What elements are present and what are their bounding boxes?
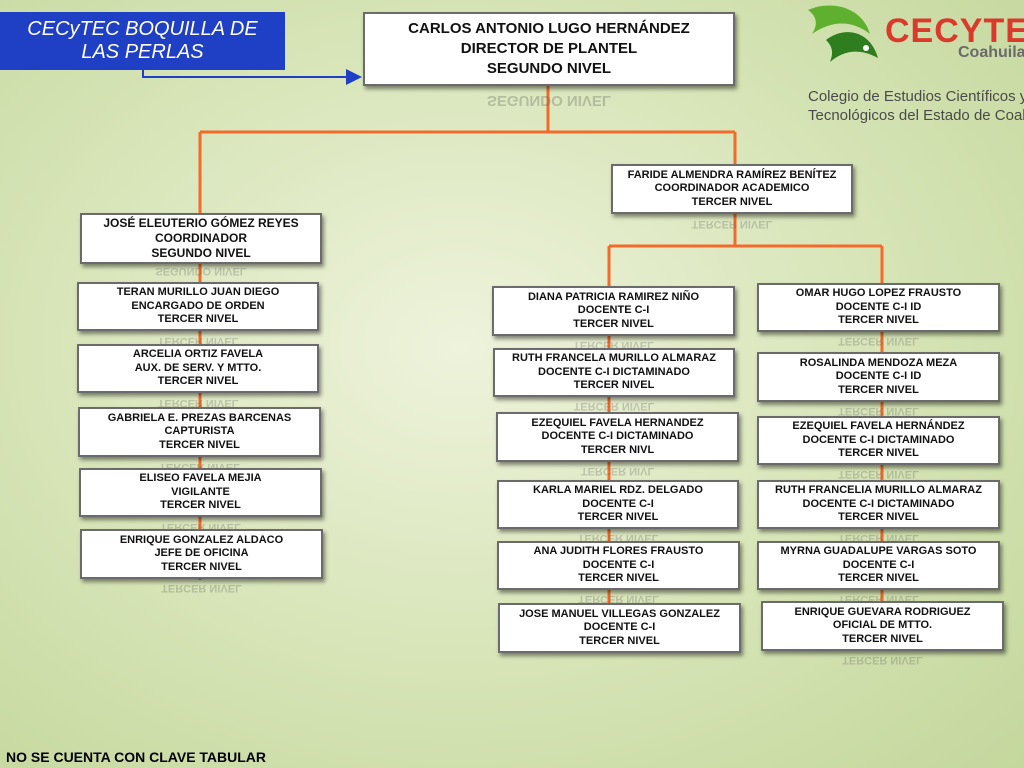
- node-name: MYRNA GUADALUPE VARGAS SOTO: [780, 545, 977, 558]
- node-level: TERCER NIVEL: [838, 447, 919, 460]
- node-role: DOCENTE C-I DICTAMINADO: [802, 497, 955, 510]
- teacher-node[interactable]: EZEQUIEL FAVELA HERNANDEZ DOCENTE C-I DI…: [496, 412, 739, 462]
- node-level: TERCER NIVEL: [160, 499, 241, 512]
- node-role: AUX. DE SERV. Y MTTO.: [134, 361, 262, 374]
- node-name: JOSE MANUEL VILLEGAS GONZALEZ: [519, 607, 720, 620]
- staff-node[interactable]: GABRIELA E. PREZAS BARCENAS CAPTURISTA T…: [78, 407, 321, 457]
- node-role: DOCENTE C-I: [582, 558, 655, 571]
- node-level: TERCER NIVEL: [157, 375, 239, 388]
- node-role: DOCENTE C-I: [842, 558, 915, 571]
- logo-tagline-2: Tecnológicos del Estado de Coahuila: [808, 107, 1024, 124]
- node-name: KARLA MARIEL RDZ. DELGADO: [533, 484, 703, 497]
- staff-node[interactable]: ELISEO FAVELA MEJIA VIGILANTE TERCER NIV…: [79, 468, 322, 517]
- teacher-node[interactable]: OMAR HUGO LOPEZ FRAUSTO DOCENTE C-I ID T…: [757, 283, 1000, 332]
- node-role: COORDINADOR ACADEMICO: [654, 182, 810, 195]
- node-role: JEFE DE OFICINA: [154, 547, 249, 560]
- node-name: DIANA PATRICIA RAMIREZ NIÑO: [527, 290, 700, 303]
- admin-coordinator-node[interactable]: JOSÉ ELEUTERIO GÓMEZ REYES COORDINADOR S…: [80, 213, 322, 264]
- teacher-node[interactable]: KARLA MARIEL RDZ. DELGADO DOCENTE C-I TE…: [497, 480, 739, 529]
- node-role: COORDINADOR: [155, 231, 247, 245]
- node-level: TERCER NIVEL: [157, 313, 239, 326]
- director-node[interactable]: CARLOS ANTONIO LUGO HERNÁNDEZ DIRECTOR D…: [363, 12, 735, 86]
- node-role: VIGILANTE: [171, 485, 230, 498]
- logo-tagline-1: Colegio de Estudios Científicos y: [808, 88, 1024, 105]
- node-level: TERCER NIVL: [580, 443, 655, 456]
- node-role: DOCENTE C-I DICTAMINADO: [802, 433, 955, 446]
- teacher-node[interactable]: EZEQUIEL FAVELA HERNÁNDEZ DOCENTE C-I DI…: [757, 416, 1000, 465]
- node-level: TERCER NIVEL: [838, 383, 919, 396]
- teacher-node[interactable]: RUTH FRANCELIA MURILLO ALMARAZ DOCENTE C…: [757, 480, 1000, 529]
- node-role: DOCENTE C-I DICTAMINADO: [538, 365, 690, 378]
- node-level: TERCER NIVEL: [691, 195, 773, 208]
- node-level: TERCER NIVEL: [838, 314, 919, 327]
- node-level: TERCER NIVEL: [842, 632, 923, 645]
- node-role: DOCENTE C-I ID: [835, 370, 922, 383]
- node-name: RUTH FRANCELIA MURILLO ALMARAZ: [775, 484, 982, 497]
- node-name: ENRIQUE GUEVARA RODRIGUEZ: [794, 605, 971, 618]
- logo-wordmark: CECYTE: [885, 12, 1024, 50]
- node-role: OFICIAL DE MTTO.: [832, 619, 933, 632]
- node-role: DIRECTOR DE PLANTEL: [460, 40, 638, 57]
- footer-note: NO SE CUENTA CON CLAVE TABULAR: [6, 749, 267, 765]
- node-name: CARLOS ANTONIO LUGO HERNÁNDEZ: [408, 20, 690, 37]
- staff-node[interactable]: TERAN MURILLO JUAN DIEGO ENCARGADO DE OR…: [77, 282, 319, 331]
- node-level: TERCER NIVEL: [838, 511, 919, 524]
- node-name: OMAR HUGO LOPEZ FRAUSTO: [795, 287, 962, 300]
- teacher-node[interactable]: JOSE MANUEL VILLEGAS GONZALEZ DOCENTE C-…: [498, 603, 741, 653]
- staff-node[interactable]: ENRIQUE GONZALEZ ALDACO JEFE DE OFICINA …: [80, 529, 323, 579]
- teacher-node[interactable]: MYRNA GUADALUPE VARGAS SOTO DOCENTE C-I …: [757, 541, 1000, 590]
- academic-coordinator-node[interactable]: FARIDE ALMENDRA RAMÍREZ BENÍTEZ COORDINA…: [611, 164, 853, 214]
- node-role: DOCENTE C-I: [577, 304, 650, 317]
- node-name: ANA JUDITH FLORES FRAUSTO: [533, 545, 704, 558]
- node-name: JOSÉ ELEUTERIO GÓMEZ REYES: [103, 216, 299, 230]
- teacher-node[interactable]: RUTH FRANCELA MURILLO ALMARAZ DOCENTE C-…: [493, 348, 735, 397]
- node-level: TERCER NIVEL: [161, 560, 242, 573]
- node-name: RUTH FRANCELA MURILLO ALMARAZ: [512, 352, 716, 365]
- cecyte-logo: [808, 5, 878, 62]
- node-name: ENRIQUE GONZALEZ ALDACO: [119, 533, 284, 546]
- node-name: ARCELIA ORTIZ FAVELA: [132, 348, 264, 361]
- node-level: TERCER NIVEL: [579, 634, 660, 647]
- node-name: EZEQUIEL FAVELA HERNANDEZ: [531, 416, 704, 429]
- campus-title: CECyTEC BOQUILLA DE LAS PERLAS: [0, 12, 285, 70]
- node-name: ELISEO FAVELA MEJIA: [139, 472, 262, 485]
- node-level: TERCER NIVEL: [159, 438, 240, 451]
- teacher-node[interactable]: ENRIQUE GUEVARA RODRIGUEZ OFICIAL DE MTT…: [761, 601, 1004, 651]
- node-name: TERAN MURILLO JUAN DIEGO: [116, 286, 280, 299]
- node-name: GABRIELA E. PREZAS BARCENAS: [107, 411, 292, 424]
- node-role: DOCENTE C-I ID: [835, 300, 922, 313]
- node-name: ROSALINDA MENDOZA MEZA: [799, 356, 958, 369]
- node-role: CAPTURISTA: [164, 425, 235, 438]
- node-role: DOCENTE C-I DICTAMINADO: [541, 430, 694, 443]
- node-level: TERCER NIVEL: [577, 511, 659, 524]
- node-level: TERCER NIVEL: [838, 572, 919, 585]
- node-level: SEGUNDO NIVEL: [151, 246, 251, 260]
- node-role: ENCARGADO DE ORDEN: [131, 299, 265, 312]
- logo-state: Coahuila: [958, 44, 1024, 61]
- node-role: DOCENTE C-I: [582, 497, 654, 510]
- node-name: FARIDE ALMENDRA RAMÍREZ BENÍTEZ: [627, 168, 837, 181]
- node-level: TERCER NIVEL: [573, 317, 654, 330]
- node-role: DOCENTE C-I: [583, 621, 656, 634]
- teacher-node[interactable]: ROSALINDA MENDOZA MEZA DOCENTE C-I ID TE…: [757, 352, 1000, 402]
- node-level: SEGUNDO NIVEL: [486, 60, 612, 77]
- node-level: TERCER NIVEL: [573, 379, 655, 392]
- node-level: TERCER NIVEL: [578, 572, 659, 585]
- node-name: EZEQUIEL FAVELA HERNÁNDEZ: [792, 420, 965, 433]
- teacher-node[interactable]: DIANA PATRICIA RAMIREZ NIÑO DOCENTE C-I …: [492, 286, 735, 336]
- teacher-node[interactable]: ANA JUDITH FLORES FRAUSTO DOCENTE C-I TE…: [497, 541, 740, 590]
- staff-node[interactable]: ARCELIA ORTIZ FAVELA AUX. DE SERV. Y MTT…: [77, 344, 319, 393]
